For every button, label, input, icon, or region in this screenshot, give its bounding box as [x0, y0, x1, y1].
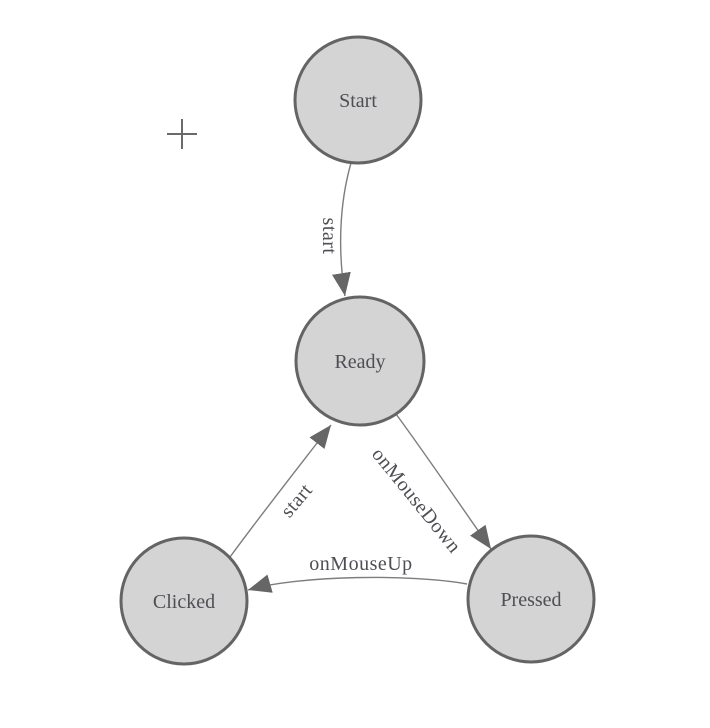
state-node-pressed[interactable]: Pressed: [466, 534, 596, 664]
edge-label-ready-pressed: onMouseDown: [367, 444, 465, 558]
transition-edge-clicked-ready[interactable]: start: [229, 424, 332, 558]
transition-edge-start-ready[interactable]: start: [318, 162, 352, 297]
state-node-ready[interactable]: Ready: [294, 295, 426, 427]
node-circle-ready[interactable]: [294, 295, 426, 427]
edge-path-pressed-clicked[interactable]: [247, 574, 468, 593]
origin-crosshair-icon: [167, 119, 197, 149]
edge-path-clicked-ready[interactable]: [229, 424, 332, 558]
edge-label-pressed-clicked: onMouseUp: [309, 553, 412, 575]
node-circle-clicked[interactable]: [119, 536, 249, 666]
transition-edge-ready-pressed[interactable]: onMouseDown: [367, 413, 492, 558]
state-node-clicked[interactable]: Clicked: [119, 536, 249, 666]
edge-label-start-ready: start: [318, 218, 340, 255]
node-circle-pressed[interactable]: [466, 534, 596, 664]
edge-path-ready-pressed[interactable]: [395, 413, 492, 550]
edge-path-start-ready[interactable]: [332, 162, 352, 297]
node-circle-start[interactable]: [293, 35, 423, 165]
edge-label-clicked-ready: start: [276, 479, 317, 521]
transition-edge-pressed-clicked[interactable]: onMouseUp: [247, 553, 468, 593]
state-node-start[interactable]: Start: [293, 35, 423, 165]
